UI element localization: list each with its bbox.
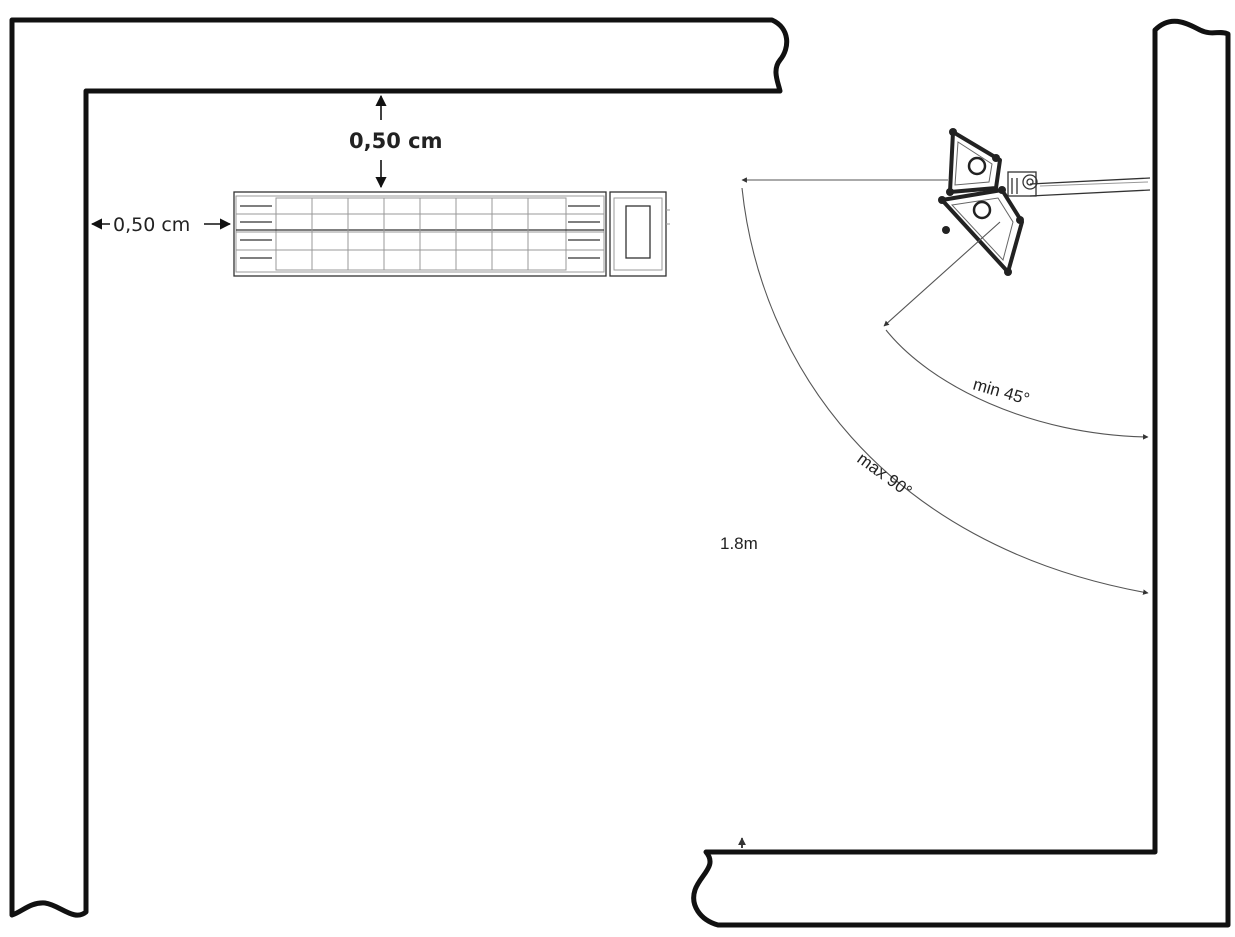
side-clearance-dimension: 0,50 cm	[90, 214, 232, 236]
top-clearance-dimension: 0,50 cm	[349, 94, 442, 189]
top-clearance-label: 0,50 cm	[349, 129, 442, 153]
heater-unit	[233, 191, 670, 277]
wall-left-top	[9, 17, 790, 918]
max-angle-arc: max 90°	[741, 187, 1149, 595]
min-angle-label: min 45°	[971, 375, 1032, 409]
max-angle-label: max 90°	[854, 449, 916, 501]
side-clearance-label: 0,50 cm	[113, 214, 190, 236]
lamp-head-lower	[938, 186, 1024, 276]
min-angle-arc: min 45°	[885, 329, 1149, 440]
lamp-head-upper	[946, 128, 1002, 196]
wall-bracket	[1007, 171, 1151, 197]
angle-reference-lines	[741, 177, 1001, 327]
height-label: 1.8m	[720, 534, 758, 553]
wall-right-bottom	[691, 18, 1231, 928]
